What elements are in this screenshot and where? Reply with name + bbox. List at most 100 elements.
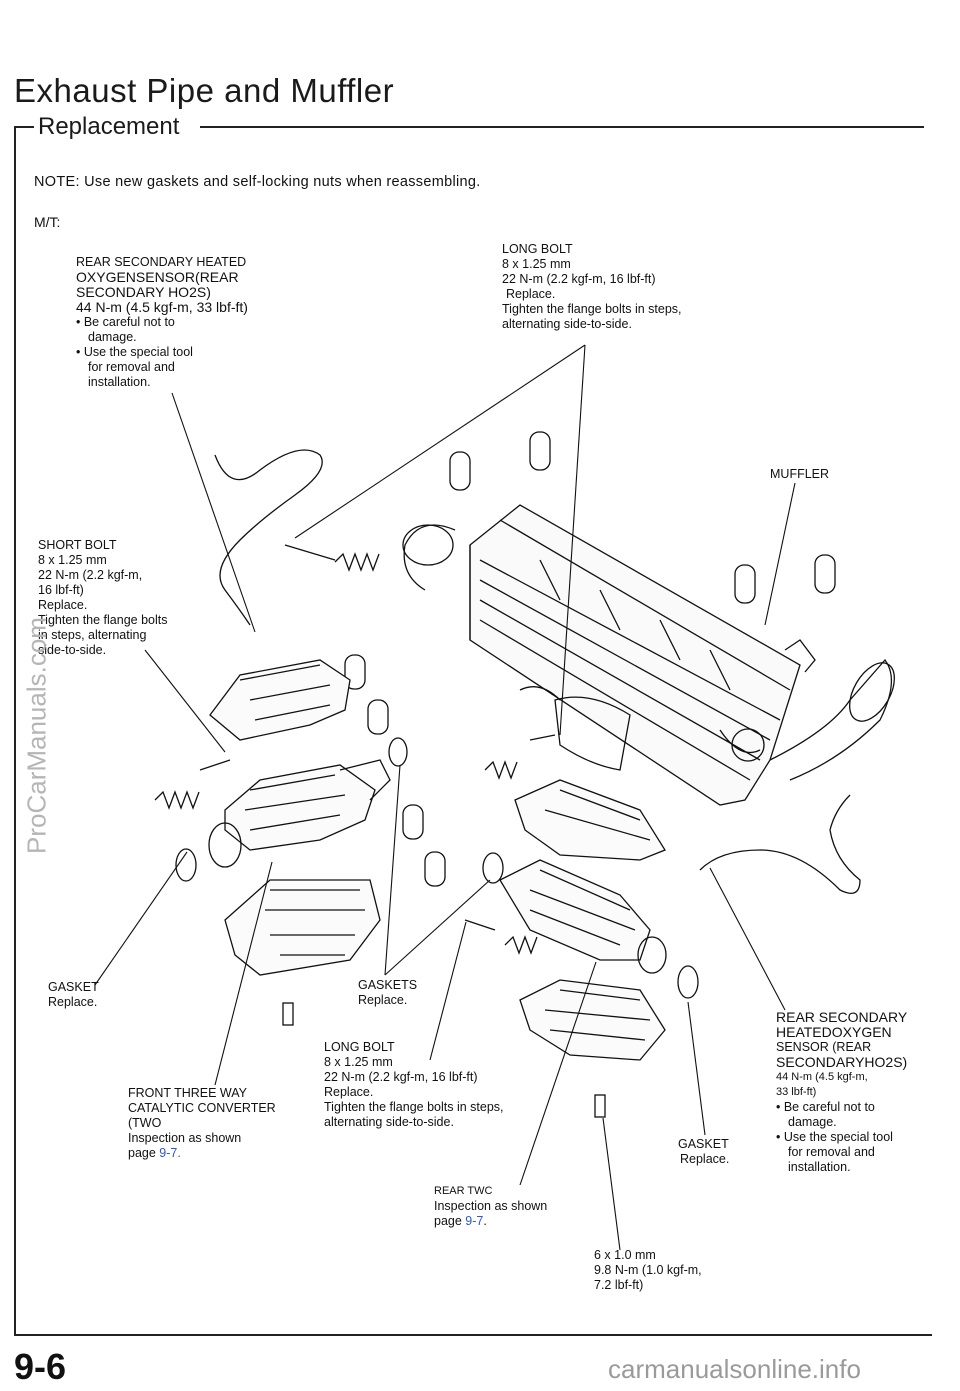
long-bolt-bottom-line4: Replace. xyxy=(324,1085,374,1099)
short-bolt-line3: 22 N-m (2.2 kgf-m, xyxy=(38,568,143,582)
callout-rear-twc: REAR TWC Inspection as shown page 9-7. xyxy=(434,1184,547,1229)
section-heading: Replacement xyxy=(38,113,180,140)
short-bolt-line4: 16 lbf-ft) xyxy=(38,583,84,597)
rear-sensor-bottom-line4: SECONDARYHO2S) xyxy=(776,1054,908,1070)
frame-left-rule xyxy=(14,126,16,1336)
long-bolt-top-line3: 22 N-m (2.2 kgf-m, 16 lbf-ft) xyxy=(502,272,656,286)
page-title: Exhaust Pipe and Muffler xyxy=(14,72,395,109)
top-sensor-wire xyxy=(214,449,323,626)
long-bolt-top-line4: Replace. xyxy=(506,287,556,301)
gasket-mid-a-drawing xyxy=(388,737,408,767)
rear-sensor-top-bullet2a: • Use the special tool xyxy=(76,345,193,359)
rear-heat-shield-upper-drawing xyxy=(514,779,666,861)
front-twc-page-prefix: page xyxy=(128,1146,160,1160)
front-twc-line2: CATALYTIC CONVERTER xyxy=(128,1101,276,1115)
rear-sensor-bottom-bullet2b: for removal and xyxy=(788,1145,875,1159)
note-text: NOTE: Use new gaskets and self-locking n… xyxy=(34,174,481,190)
rear-twc-line2: Inspection as shown xyxy=(434,1199,548,1213)
rear-sensor-bottom-line3: SENSOR (REAR xyxy=(776,1040,872,1054)
small-bolt-line3: 7.2 lbf-ft) xyxy=(594,1278,644,1292)
gaskets-mid-line2: Replace. xyxy=(358,993,408,1007)
long-bolt-top-line1: LONG BOLT xyxy=(502,242,573,256)
callout-rear-sensor-bottom: REAR SECONDARY HEATEDOXYGEN SENSOR (REAR… xyxy=(776,1010,907,1175)
long-bolt-bottom-line5: Tighten the flange bolts in steps, xyxy=(324,1100,504,1114)
callout-gaskets-mid: GASKETS Replace. xyxy=(358,978,417,1008)
transmission-label: M/T: xyxy=(34,214,61,230)
rear-twc-page-link[interactable]: 9-7 xyxy=(465,1214,484,1228)
bottom-sensor-wire xyxy=(699,794,861,894)
rear-sensor-top-bullet1b: damage. xyxy=(88,330,137,344)
gaskets-mid-line1: GASKETS xyxy=(358,978,418,992)
front-twc-line1: FRONT THREE WAY xyxy=(128,1086,247,1100)
rear-sensor-bottom-bullet1a: • Be careful not to xyxy=(776,1100,875,1114)
rear-sensor-bottom-bullet2c: installation. xyxy=(788,1160,851,1174)
short-bolt-line7: in steps, alternating xyxy=(38,628,147,642)
small-bolt-line1: 6 x 1.0 mm xyxy=(594,1248,656,1262)
long-bolt-top-line5: Tighten the flange bolts in steps, xyxy=(502,302,682,316)
side-watermark: ProCarManuals.com xyxy=(21,617,52,854)
short-bolt-line2: 8 x 1.25 mm xyxy=(38,553,107,567)
rear-sensor-top-bullet1a: • Be careful not to xyxy=(76,315,175,329)
short-bolt-line5: Replace. xyxy=(38,598,88,612)
callout-long-bolt-bottom: LONG BOLT 8 x 1.25 mm 22 N-m (2.2 kgf-m,… xyxy=(324,1040,504,1130)
frame-top-rule xyxy=(14,126,34,128)
long-bolt-top-line2: 8 x 1.25 mm xyxy=(502,257,571,271)
springs-bolts xyxy=(154,544,606,1118)
long-bolt-bottom-line1: LONG BOLT xyxy=(324,1040,395,1054)
rear-sensor-bottom-line1: REAR SECONDARY xyxy=(776,1009,908,1025)
rear-sensor-top-line3: SECONDARY HO2S) xyxy=(76,284,211,300)
section-rule xyxy=(200,126,924,128)
rear-sensor-top-bullet2b: for removal and xyxy=(88,360,175,374)
callout-small-bolt: 6 x 1.0 mm 9.8 N-m (1.0 kgf-m, 7.2 lbf-f… xyxy=(594,1248,702,1293)
gasket-left-line2: Replace. xyxy=(48,995,98,1009)
front-twc-line5: page 9-7. xyxy=(128,1146,276,1161)
lower-heat-shield-drawing xyxy=(224,879,381,976)
rear-sensor-top-line1: REAR SECONDARY HEATED xyxy=(76,255,247,269)
rear-twc-page-suffix: . xyxy=(483,1214,487,1228)
gasket-right-line2: Replace. xyxy=(680,1152,730,1166)
gasket-right-line1: GASKET xyxy=(678,1137,729,1151)
rubber-hangers xyxy=(344,431,836,887)
long-bolt-bottom-line6: alternating side-to-side. xyxy=(324,1115,454,1129)
rear-sensor-bottom-bullet2a: • Use the special tool xyxy=(776,1130,893,1144)
gasket-right-drawing xyxy=(677,965,699,999)
long-bolt-bottom-line2: 8 x 1.25 mm xyxy=(324,1055,393,1069)
frame-bottom-rule xyxy=(14,1334,932,1336)
callout-rear-sensor-top: REAR SECONDARY HEATED OXYGENSENSOR(REAR … xyxy=(76,255,248,390)
gasket-mid-b-drawing xyxy=(482,852,504,884)
front-twc-page-link[interactable]: 9-7. xyxy=(159,1146,181,1160)
short-bolt-line6: Tighten the flange bolts xyxy=(38,613,168,627)
rear-sensor-bottom-line5: 44 N-m (4.5 kgf-m, xyxy=(776,1071,868,1083)
callout-muffler: MUFFLER xyxy=(770,467,830,481)
rear-heat-shield-lower-drawing xyxy=(519,979,666,1061)
rear-sensor-bottom-bullet1b: damage. xyxy=(788,1115,837,1129)
rear-sensor-top-bullet2c: installation. xyxy=(88,375,151,389)
gasket-left-drawing xyxy=(175,848,197,882)
front-twc-drawing xyxy=(224,764,376,851)
rear-sensor-bottom-line6: 33 lbf-ft) xyxy=(776,1086,817,1098)
gasket-left-line1: GASKET xyxy=(48,980,99,994)
footer-watermark: carmanualsonline.info xyxy=(608,1354,861,1384)
rear-twc-page-prefix: page xyxy=(434,1214,466,1228)
muffler-drawing xyxy=(402,504,895,806)
rear-sensor-top-torque: 44 N-m (4.5 kgf-m, 33 lbf-ft) xyxy=(76,299,248,315)
front-twc-line4: Inspection as shown xyxy=(128,1131,242,1145)
long-bolt-top-line6: alternating side-to-side. xyxy=(502,317,632,331)
callout-gasket-right: GASKET Replace. xyxy=(678,1137,729,1167)
short-bolt-line1: SHORT BOLT xyxy=(38,538,117,552)
callout-front-twc: FRONT THREE WAY CATALYTIC CONVERTER (TWO… xyxy=(128,1086,276,1161)
page-number: 9-6 xyxy=(14,1346,67,1387)
rear-sensor-bottom-line2: HEATEDOXYGEN xyxy=(776,1024,892,1040)
rear-twc-line1: REAR TWC xyxy=(434,1185,493,1197)
rear-sensor-top-line2: OXYGENSENSOR(REAR xyxy=(76,269,239,285)
short-bolt-line8: side-to-side. xyxy=(38,643,107,657)
rear-twc-drawing xyxy=(499,859,651,961)
leader-lines xyxy=(94,344,796,1251)
long-bolt-bottom-line3: 22 N-m (2.2 kgf-m, 16 lbf-ft) xyxy=(324,1070,478,1084)
callout-long-bolt-top: LONG BOLT 8 x 1.25 mm 22 N-m (2.2 kgf-m,… xyxy=(502,242,682,332)
upper-heat-shield-drawing xyxy=(209,659,351,741)
small-bolt-line2: 9.8 N-m (1.0 kgf-m, xyxy=(594,1263,702,1277)
callout-gasket-left: GASKET Replace. xyxy=(48,980,99,1010)
callout-short-bolt: SHORT BOLT 8 x 1.25 mm 22 N-m (2.2 kgf-m… xyxy=(38,538,168,658)
